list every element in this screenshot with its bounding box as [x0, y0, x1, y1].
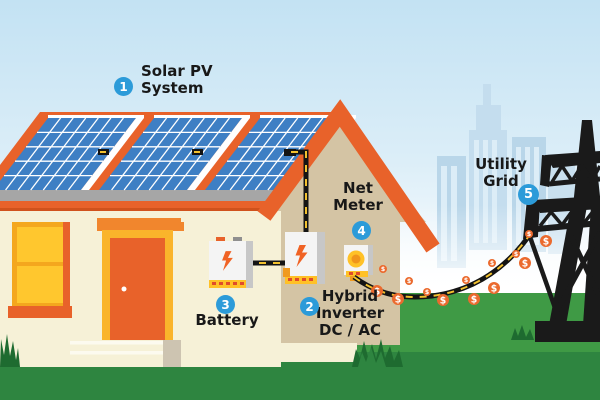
dollar-coin: $ — [488, 282, 500, 294]
solar-panel — [0, 115, 144, 191]
money-coins: $ $ $ $ $ $ $ $ $ $ $ $ $ $ — [371, 230, 552, 306]
gable-wall — [254, 124, 426, 222]
callout-number-utility-grid: 5 — [518, 184, 539, 205]
gable-roof-edge — [257, 99, 440, 253]
callout-label-utility-grid: Utility Grid — [464, 156, 538, 190]
grass-tufts — [0, 325, 534, 367]
callout-line: Solar PV — [141, 62, 213, 80]
callout-line: Battery — [195, 311, 259, 329]
transmission-tower — [523, 120, 600, 342]
callout-number-solar-pv-system: 1 — [114, 77, 133, 96]
svg-text:$: $ — [514, 251, 518, 258]
dollar-coin: $ — [512, 250, 520, 258]
dollar-coin: $ — [392, 293, 404, 305]
svg-text:$: $ — [407, 278, 411, 285]
dollar-coin: $ — [371, 285, 383, 297]
callout-line: DC / AC — [319, 321, 381, 339]
lightning-icon — [295, 245, 308, 267]
callout-number-battery: 3 — [216, 295, 235, 314]
svg-text:$: $ — [381, 266, 385, 273]
front-door — [70, 218, 184, 367]
svg-text:$: $ — [374, 286, 380, 297]
callout-line: Inverter — [315, 304, 385, 322]
callout-line: Net — [343, 179, 373, 197]
callout-line: Hybrid — [321, 287, 379, 305]
cable-connectors — [98, 149, 203, 155]
callout-label-solar-pv-system: Solar PV System — [141, 63, 213, 97]
lightning-icon — [222, 251, 233, 271]
callout-number-net-meter: 4 — [352, 221, 371, 240]
callout-line: Grid — [483, 172, 519, 190]
dollar-coin: $ — [437, 294, 449, 306]
dollar-coin: $ — [423, 288, 431, 296]
door-knob — [121, 286, 127, 292]
dollar-coin: $ — [405, 277, 413, 285]
callout-line: System — [141, 79, 204, 97]
svg-text:$: $ — [490, 260, 494, 267]
svg-text:$: $ — [527, 231, 531, 238]
inverter-unit — [283, 232, 325, 284]
callout-label-net-meter: Net Meter — [322, 180, 394, 214]
dollar-coin: $ — [379, 265, 387, 273]
callout-line: Utility — [475, 155, 527, 173]
roof-cable — [284, 149, 309, 234]
svg-text:$: $ — [464, 277, 468, 284]
battery-unit — [209, 237, 253, 288]
dollar-coin: $ — [468, 293, 480, 305]
callout-line: Meter — [333, 196, 383, 214]
svg-text:$: $ — [395, 294, 401, 305]
callout-label-hybrid-inverter: Hybrid Inverter DC / AC — [304, 288, 396, 339]
svg-text:$: $ — [440, 295, 446, 306]
svg-text:$: $ — [425, 289, 429, 296]
dollar-coin: $ — [540, 235, 552, 247]
dollar-coin: $ — [525, 230, 533, 238]
svg-text:$: $ — [543, 236, 549, 247]
callout-label-battery: Battery — [189, 312, 265, 329]
dollar-coin: $ — [488, 259, 496, 267]
net-meter-unit — [344, 245, 373, 281]
callout-number-hybrid-inverter: 2 — [300, 297, 319, 316]
svg-text:$: $ — [491, 283, 497, 294]
svg-text:$: $ — [522, 258, 528, 269]
solar-panel — [99, 115, 250, 191]
dollar-coin: $ — [519, 257, 531, 269]
dollar-coin: $ — [462, 276, 470, 284]
window — [8, 222, 72, 318]
svg-text:$: $ — [471, 294, 477, 305]
